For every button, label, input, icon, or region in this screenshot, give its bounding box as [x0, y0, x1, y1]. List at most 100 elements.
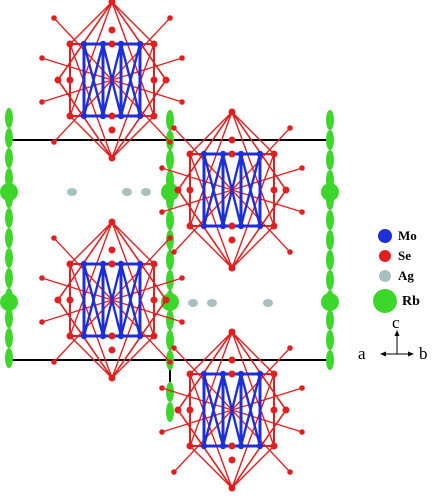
se-atom — [299, 165, 305, 171]
rb-atom — [5, 228, 13, 248]
se-atom — [108, 218, 116, 226]
legend-label-rb: Rb — [402, 294, 420, 309]
se-bond — [231, 409, 303, 433]
se-atom — [270, 186, 278, 194]
axes-arrows — [380, 330, 414, 357]
se-atom — [171, 249, 177, 255]
se-bond — [231, 331, 275, 375]
se-atom — [270, 222, 278, 230]
rb-atom — [166, 150, 174, 170]
rb-chains — [0, 108, 339, 422]
se-bond — [231, 189, 303, 213]
se-bond — [41, 57, 113, 81]
rb-atom — [166, 402, 174, 422]
rb-atom — [0, 293, 18, 311]
se-atom — [108, 374, 116, 382]
rb-atom — [326, 130, 334, 150]
mo-atom — [200, 442, 208, 450]
se-atom — [159, 429, 165, 435]
mo-bond — [202, 373, 225, 447]
rb-atom — [326, 110, 334, 130]
se-atom — [150, 40, 158, 48]
se-atom — [287, 469, 293, 475]
ag-atom — [188, 299, 198, 307]
se-atom — [228, 456, 236, 464]
se-bond — [111, 1, 155, 117]
se-atom — [186, 150, 194, 158]
se-atom — [108, 26, 116, 34]
se-atom — [162, 296, 170, 304]
se-bond — [111, 43, 155, 159]
mo-atom — [256, 442, 264, 450]
mo-atom — [136, 40, 144, 48]
se-atom — [171, 345, 177, 351]
se-atom — [287, 249, 293, 255]
se-atom — [282, 406, 290, 414]
se-atom — [282, 186, 290, 194]
se-bond — [189, 225, 233, 269]
se-atom — [228, 222, 236, 230]
rb-atom — [0, 183, 18, 201]
se-atom — [186, 406, 194, 414]
se-atom — [171, 469, 177, 475]
se-atom — [228, 136, 236, 144]
cluster — [39, 218, 185, 382]
rb-atom — [166, 382, 174, 402]
axes-indicator: c a b — [355, 313, 435, 368]
se-bond — [189, 111, 233, 155]
se-bond — [69, 335, 113, 379]
se-atom — [66, 260, 74, 268]
se-bond — [69, 115, 113, 159]
rb-atom — [166, 210, 174, 230]
mo-atom — [237, 222, 245, 230]
se-atom — [299, 209, 305, 215]
se-atom — [39, 99, 45, 105]
cluster — [39, 0, 185, 162]
se-atom — [66, 296, 74, 304]
se-atom — [174, 406, 182, 414]
se-atom — [66, 40, 74, 48]
se-atom — [51, 139, 57, 145]
se-atom — [299, 429, 305, 435]
se-bond — [231, 167, 303, 191]
se-atom — [228, 370, 236, 378]
mo-atom — [256, 150, 264, 158]
ag-atom — [122, 188, 132, 196]
se-atom — [299, 385, 305, 391]
se-atom — [270, 406, 278, 414]
se-bond — [231, 153, 275, 269]
se-atom — [179, 275, 185, 281]
legend-label-mo: Mo — [398, 228, 417, 243]
se-bond — [189, 111, 233, 227]
legend-item-se: Se — [370, 246, 436, 266]
rb-atom — [326, 330, 334, 350]
rb-atom — [326, 210, 334, 230]
se-atom — [228, 328, 236, 336]
se-atom — [228, 264, 236, 272]
se-bond — [41, 79, 113, 103]
se-atom — [39, 319, 45, 325]
mo-bond — [101, 43, 123, 117]
rb-atom — [166, 330, 174, 350]
se-atom — [179, 55, 185, 61]
se-atom — [162, 76, 170, 84]
mo-atom — [237, 150, 245, 158]
se-bond — [41, 299, 113, 323]
se-atom — [228, 442, 236, 450]
rb-atom — [166, 110, 174, 130]
rb-atom — [166, 250, 174, 270]
se-bond — [111, 277, 183, 301]
se-bond — [69, 43, 113, 159]
se-atom — [108, 112, 116, 120]
se-atom — [174, 186, 182, 194]
legend-item-mo: Mo — [370, 226, 436, 246]
rb-atom — [5, 108, 13, 128]
mo-atom — [219, 222, 227, 230]
mo-atom — [117, 112, 125, 120]
se-atom — [167, 15, 173, 21]
se-atom — [228, 236, 236, 244]
rb-atom — [5, 148, 13, 168]
rb-atom — [326, 270, 334, 290]
mo-atom — [136, 332, 144, 340]
mo-atom — [117, 260, 125, 268]
